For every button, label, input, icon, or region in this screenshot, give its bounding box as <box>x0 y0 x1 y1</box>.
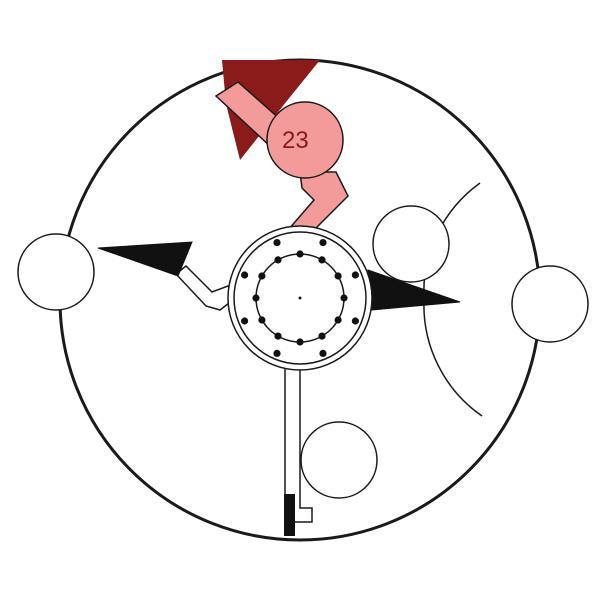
hub-pegs <box>241 239 359 357</box>
hub-center-dot <box>298 296 302 300</box>
central-hub[interactable] <box>227 225 373 371</box>
hub-inner-peg-10 <box>296 250 304 258</box>
hub-inner-peg-5 <box>274 332 282 340</box>
hub-inner-peg-11 <box>318 256 326 264</box>
hub-outer-peg-2 <box>351 271 359 279</box>
hub-outer-peg-7 <box>241 271 249 279</box>
node-upper-right[interactable] <box>372 205 450 283</box>
active-piece-node <box>266 101 344 179</box>
hub-outer-peg-1 <box>319 239 327 247</box>
hub-outer-peg-3 <box>351 317 359 325</box>
node-right[interactable] <box>511 265 589 343</box>
hub-outer-peg-6 <box>241 317 249 325</box>
lower-stem-marker <box>284 494 295 536</box>
node-left[interactable] <box>17 233 95 311</box>
hub-outer-peg-5 <box>273 349 281 357</box>
hub-inner-peg-4 <box>296 338 304 346</box>
active-piece[interactable]: 23 <box>214 60 349 231</box>
hub-middle-ring <box>233 231 367 365</box>
node-bottom[interactable] <box>300 421 378 499</box>
active-piece-label: 23 <box>282 127 309 154</box>
hub-inner-peg-12 <box>334 272 342 280</box>
hub-inner-peg-9 <box>274 256 282 264</box>
hub-inner-peg-8 <box>258 272 266 280</box>
hub-inner-peg-6 <box>258 316 266 324</box>
hub-inner-peg-1 <box>340 294 348 302</box>
hub-inner-peg-7 <box>252 294 260 302</box>
left-arrow[interactable] <box>97 241 193 277</box>
hub-inner-peg-3 <box>318 332 326 340</box>
active-piece-arrow <box>222 60 320 160</box>
hub-outer-peg-4 <box>319 349 327 357</box>
hub-outer-peg-8 <box>273 239 281 247</box>
hub-inner-peg-2 <box>334 316 342 324</box>
